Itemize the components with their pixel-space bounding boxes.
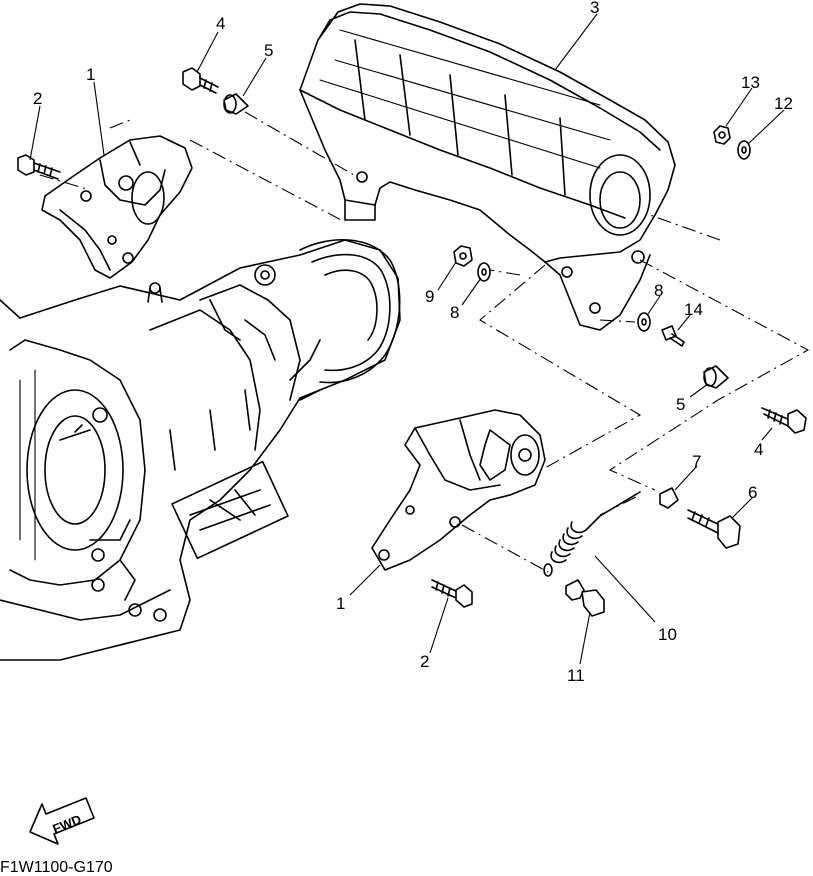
collar-5-lower [703, 365, 729, 389]
washer-12 [737, 140, 751, 160]
mount-bracket-lower [371, 409, 546, 571]
bolt-6 [687, 509, 741, 549]
callout-4-upper: 4 [216, 14, 225, 33]
callout-1-upper: 1 [86, 65, 95, 84]
bolt-11 [565, 579, 605, 617]
callout-11: 11 [567, 666, 585, 685]
alignment-lines [39, 111, 810, 573]
bolt-4-lower [761, 407, 807, 434]
bolt-2-upper [17, 154, 61, 180]
callout-5-upper: 5 [264, 41, 273, 60]
callout-14: 14 [684, 300, 703, 319]
callout-13: 13 [741, 73, 760, 92]
washer-8-right [637, 312, 651, 332]
fwd-arrow: FWD [29, 797, 95, 845]
callout-10: 10 [658, 625, 677, 644]
callout-2-lower: 2 [420, 652, 429, 671]
mount-bracket-upper [41, 135, 193, 279]
callout-2-upper: 2 [33, 89, 42, 108]
callout-5-lower: 5 [676, 395, 685, 414]
exhaust-chamber [299, 3, 676, 331]
washer-7 [659, 487, 679, 509]
nut-9 [453, 245, 473, 267]
bolt-2-lower [431, 579, 473, 608]
diagram-code: F1W1100-G170 [0, 859, 113, 876]
callout-7: 7 [692, 452, 701, 471]
pin-14 [661, 325, 685, 347]
nut-13 [713, 125, 731, 145]
callout-leaders [29, 13, 785, 665]
callout-3: 3 [590, 0, 599, 17]
callout-9: 9 [425, 287, 434, 306]
collar-5-upper [223, 93, 249, 115]
engine-assembly [0, 238, 401, 661]
callout-numbers: 1 2 3 4 5 13 12 9 8 8 14 5 4 7 6 1 10 2 … [33, 0, 793, 685]
callout-12: 12 [774, 94, 793, 113]
callout-1-lower: 1 [336, 594, 345, 613]
callout-4-lower: 4 [754, 440, 763, 459]
callout-8-right: 8 [654, 281, 663, 300]
bolt-4-upper [182, 67, 219, 94]
callout-8-left: 8 [450, 303, 459, 322]
callout-6: 6 [748, 483, 757, 502]
spring-10 [543, 491, 641, 577]
washer-8-left [477, 262, 491, 282]
